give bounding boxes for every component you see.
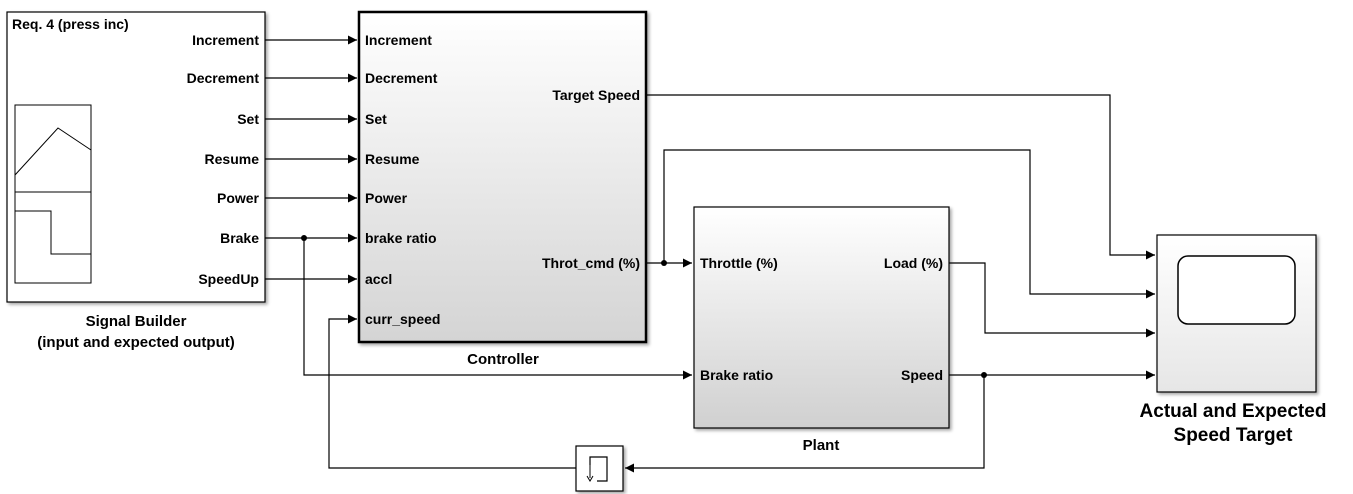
ctrl-in-increment: Increment [365,32,432,48]
signal-builder-group-title: Req. 4 (press inc) [12,16,129,32]
scope-name-line1: Actual and Expected [1140,401,1327,422]
plant-in-brake-ratio: Brake ratio [700,367,773,383]
sb-out-resume: Resume [205,151,260,167]
sb-out-speedup: SpeedUp [198,271,259,287]
scope-screen-icon [1177,255,1296,325]
wire-load [949,262,1155,338]
ctrl-out-target-speed: Target Speed [552,87,640,103]
plant-out-speed: Speed [901,367,943,383]
plant-in-throttle: Throttle (%) [700,255,778,271]
wire-speed-to-delay [625,375,985,473]
controller-block[interactable]: Increment Decrement Set Resume Power bra… [357,10,648,344]
scope-name-line2: Speed Target [1174,425,1294,446]
plant-out-load: Load (%) [884,255,943,271]
ctrl-in-curr-speed: curr_speed [365,311,440,327]
wire-delay-to-curr-speed [328,314,576,469]
ctrl-in-power: Power [365,190,408,206]
sb-out-decrement: Decrement [187,70,260,86]
sb-out-increment: Increment [192,32,259,48]
signal-builder-block[interactable]: Req. 4 (press inc) Increment Decrement S… [6,11,266,303]
ctrl-in-brake-ratio: brake ratio [365,230,437,246]
ctrl-in-decrement: Decrement [365,70,438,86]
signal-builder-name-line2: (input and expected output) [37,334,234,351]
sb-out-power: Power [217,190,260,206]
ctrl-in-resume: Resume [365,151,420,167]
wire-throttle-to-scope [663,149,1155,299]
wire-target-speed [646,94,1155,260]
plant-name: Plant [803,437,840,454]
signal-builder-preview-icon [14,104,92,284]
sb-out-set: Set [237,111,259,127]
signal-wires [265,35,1155,473]
unit-delay-icon [586,456,608,482]
ctrl-in-accl: accl [365,271,392,287]
plant-block[interactable]: Throttle (%) Brake ratio Load (%) Speed [693,206,950,429]
scope-block[interactable] [1156,234,1317,393]
ctrl-out-throt-cmd: Throt_cmd (%) [542,255,640,271]
signal-builder-name-line1: Signal Builder [86,313,187,330]
sb-out-brake: Brake [220,230,259,246]
controller-name: Controller [467,351,539,368]
wire-brake-to-plant [303,238,692,380]
ctrl-in-set: Set [365,111,387,127]
unit-delay-block[interactable] [575,445,624,492]
